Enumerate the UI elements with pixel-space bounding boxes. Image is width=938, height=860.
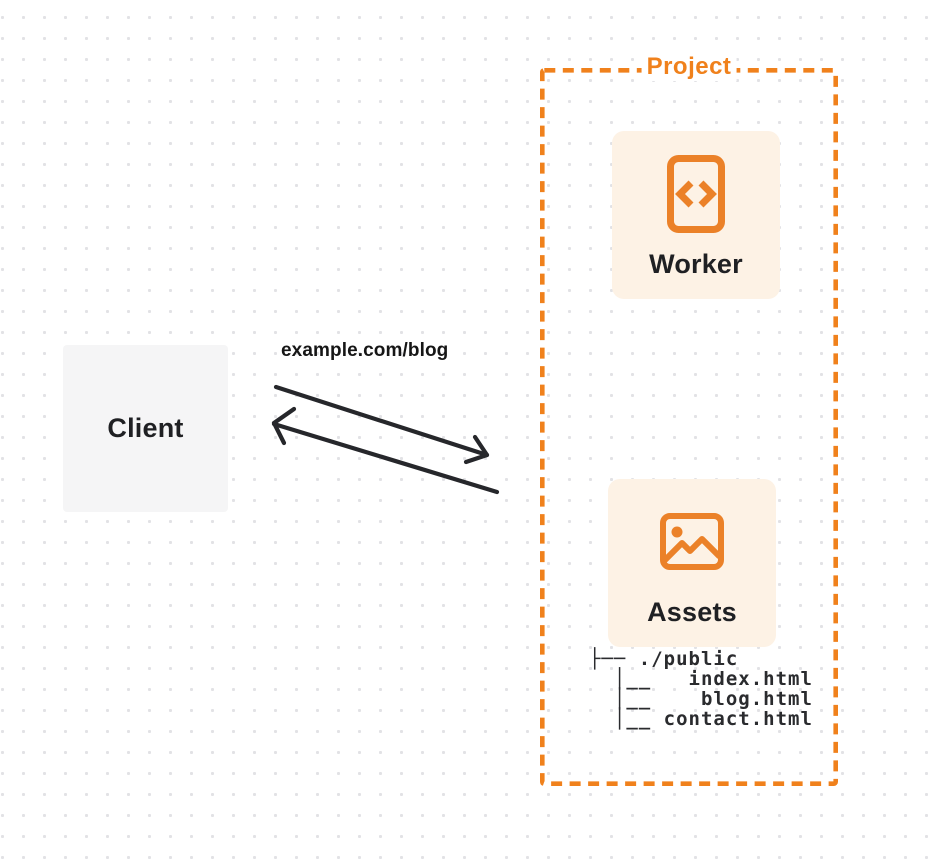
response-arrow-head bbox=[271, 406, 297, 446]
file-tree: ├── ./public │__ index.html │__ blog.htm… bbox=[589, 648, 813, 730]
request-arrow-line bbox=[273, 384, 490, 458]
request-arrow-head bbox=[463, 434, 490, 465]
assets-card: Assets bbox=[608, 479, 776, 647]
assets-label: Assets bbox=[647, 597, 737, 627]
project-dashed-border bbox=[539, 67, 838, 787]
worker-label: Worker bbox=[649, 249, 743, 279]
request-url-label: example.com/blog bbox=[281, 340, 449, 361]
response-arrow-line bbox=[271, 421, 500, 495]
image-icon bbox=[660, 513, 724, 570]
project-title: Project bbox=[641, 53, 737, 81]
client-box: Client bbox=[63, 345, 228, 512]
client-label: Client bbox=[107, 413, 184, 443]
project-box: Project Worker Assets ├── ./public │__ i… bbox=[539, 53, 838, 787]
worker-card: Worker bbox=[612, 131, 780, 299]
code-icon bbox=[667, 155, 725, 233]
